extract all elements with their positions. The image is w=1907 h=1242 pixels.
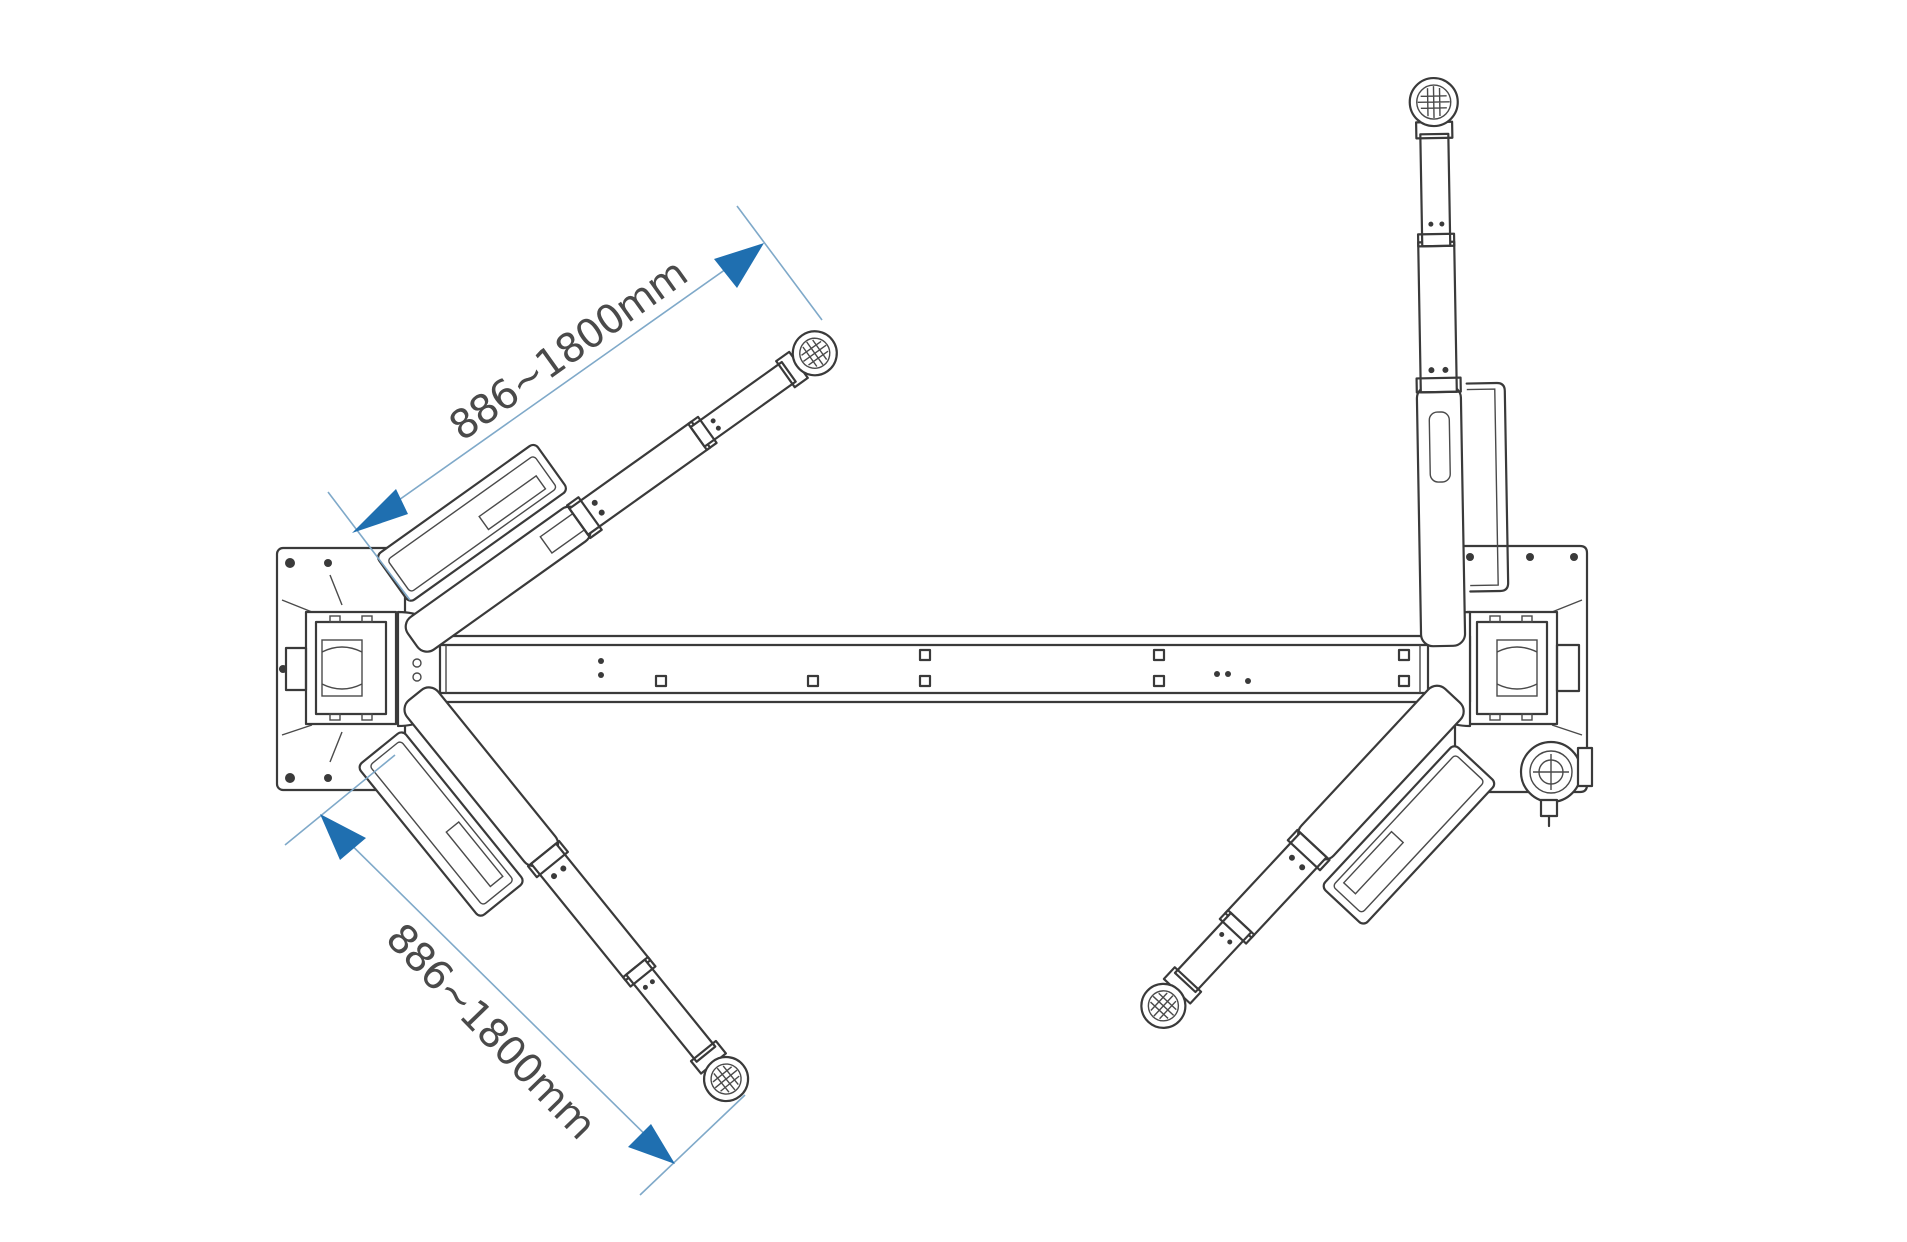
arrow-head-upper-left-start [352, 489, 408, 533]
cross-beam [396, 610, 1472, 728]
lift-pad-upper-right [1408, 76, 1459, 128]
arm-lower-right [1140, 684, 1496, 1029]
motor-unit [1519, 740, 1594, 828]
lift-pad-lower-right [1140, 982, 1187, 1029]
lift-pad-lower-left [702, 1055, 750, 1103]
right-post-base [1453, 544, 1594, 828]
arm-upper-right [1408, 76, 1510, 648]
dimension-label-upper-left: 886~1800mm [441, 250, 695, 450]
arrow-head-lower-left-end [628, 1124, 675, 1164]
lift-pad-upper-left [791, 330, 838, 377]
arm-upper-left [377, 330, 838, 653]
dimension-label-lower-left: 886~1800mm [377, 915, 604, 1148]
left-post-base [275, 546, 407, 792]
arrow-head-upper-left-end [714, 243, 764, 288]
arm-lower-left [358, 686, 750, 1103]
arrow-head-lower-left-start [320, 814, 366, 860]
